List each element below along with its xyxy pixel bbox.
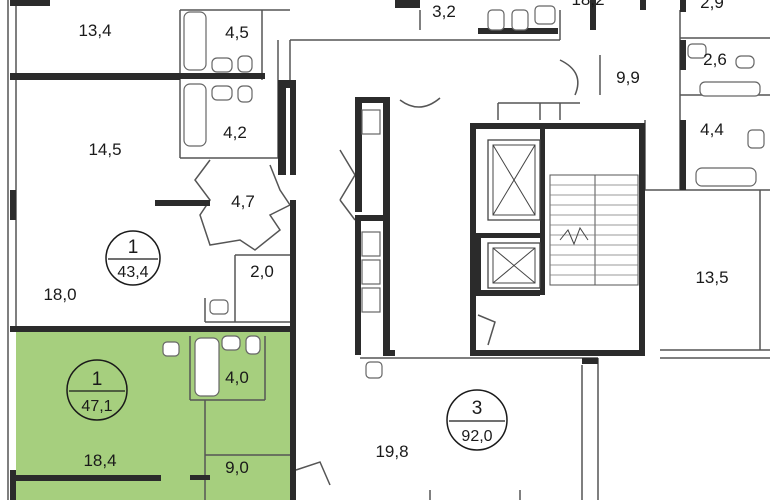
room-area-label: 2,9 — [700, 0, 724, 12]
apartment-rooms: 1 — [128, 237, 139, 258]
bathtub-icon — [699, 81, 761, 97]
cabinet-icon — [361, 287, 381, 313]
sink-icon — [534, 5, 556, 25]
toilet-icon — [245, 335, 261, 355]
toilet-icon — [237, 85, 253, 103]
apartment-area: 92,0 — [461, 428, 492, 445]
interior-lines — [7, 0, 770, 500]
cabinet-icon — [361, 109, 381, 135]
sink-icon — [747, 129, 765, 149]
room-area-label: 2,6 — [703, 50, 727, 69]
highlighted-apartment-area[interactable] — [16, 330, 295, 500]
sink-icon — [211, 57, 233, 73]
room-area-label: 4,2 — [223, 123, 247, 142]
cabinet-icon — [361, 259, 381, 285]
elevator-shafts — [487, 139, 541, 289]
room-area-label: 19,8 — [375, 442, 408, 461]
sink-icon — [162, 341, 180, 357]
sink-icon — [365, 361, 383, 379]
room-area-label: 13,5 — [695, 268, 728, 287]
room-area-label: 4,0 — [225, 368, 249, 387]
room-area-label: 9,0 — [225, 458, 249, 477]
room-area-label: 4,4 — [700, 120, 724, 139]
room-area-label: 14,5 — [88, 140, 121, 159]
room-area-label: 18,4 — [83, 451, 116, 470]
room-area-label: 9,9 — [616, 68, 640, 87]
room-area-label: 3,2 — [432, 2, 456, 21]
apartment-rooms: 1 — [92, 369, 103, 390]
sink-icon — [221, 335, 241, 351]
bathtub-icon — [183, 83, 207, 147]
sink-icon — [211, 85, 233, 101]
toilet-icon — [735, 55, 755, 69]
room-labels: 13,4 4,5 3,2 18,2 2,9 2,6 9,9 4,2 14,5 4… — [43, 0, 728, 477]
bathtub-icon — [194, 337, 220, 397]
room-area-label: 18,0 — [43, 285, 76, 304]
room-area-label: 13,4 — [78, 21, 111, 40]
apartment-badge-2[interactable]: 1 47,1 — [66, 359, 128, 421]
sink-icon — [687, 43, 707, 59]
bathtub-icon — [695, 167, 757, 187]
room-area-label: 2,0 — [250, 262, 274, 281]
bathtub-icon — [487, 9, 505, 31]
cabinet-icon — [361, 231, 381, 257]
apartment-rooms: 3 — [472, 398, 483, 419]
sanitary-fixtures — [162, 5, 765, 397]
apartment-area: 47,1 — [81, 398, 112, 415]
apartment-badge-3[interactable]: 3 92,0 — [446, 389, 508, 451]
stairs — [549, 174, 639, 286]
apartment-badge-1[interactable]: 1 43,4 — [105, 230, 161, 286]
room-area-label: 18,2 — [571, 0, 604, 9]
room-area-label: 4,5 — [225, 23, 249, 42]
room-area-label: 4,7 — [231, 192, 255, 211]
bathtub-icon — [511, 9, 529, 31]
bathtub-icon — [183, 11, 207, 71]
walls — [10, 0, 686, 500]
apartment-area: 43,4 — [117, 264, 148, 281]
toilet-icon — [237, 55, 253, 73]
sink-icon — [209, 299, 229, 315]
